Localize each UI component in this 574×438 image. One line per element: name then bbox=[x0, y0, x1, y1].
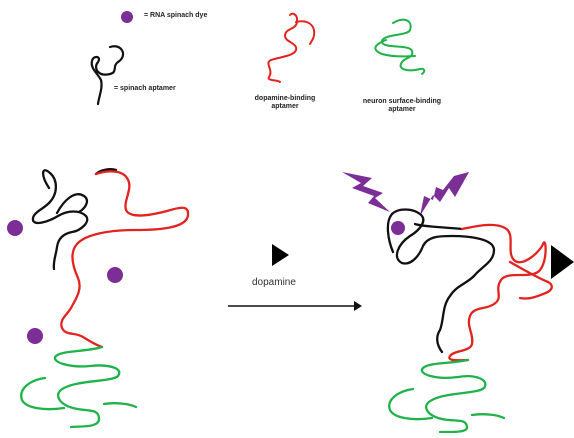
legend-dopamine-label-line2: aptamer bbox=[250, 103, 320, 111]
right-lightning-left bbox=[342, 172, 390, 212]
legend-dopamine-strand bbox=[268, 14, 314, 82]
legend-spinach-strand bbox=[92, 46, 123, 104]
left-dopamine-strand bbox=[61, 171, 188, 347]
legend-neuron-label-line1: neuron surface-binding bbox=[352, 98, 452, 106]
legend-neuron-strand bbox=[375, 20, 424, 74]
left-dye-dot-1 bbox=[7, 220, 23, 236]
right-dopamine-strand bbox=[449, 225, 551, 360]
right-lightning-right bbox=[420, 172, 469, 216]
reaction-arrow-head bbox=[354, 301, 362, 311]
reaction-arrow-label: dopamine bbox=[252, 277, 296, 288]
legend-dopamine-label-line1: dopamine-binding bbox=[250, 95, 320, 103]
left-neuron-strand bbox=[21, 347, 136, 427]
right-bound-dye-dot bbox=[391, 221, 405, 235]
right-neuron-strand bbox=[389, 360, 504, 432]
legend-dye-dot bbox=[121, 11, 133, 23]
legend-neuron-label-line2: aptamer bbox=[352, 106, 452, 114]
right-dopamine-marker-triangle bbox=[551, 245, 574, 279]
legend-dye-label: = RNA spinach dye bbox=[144, 12, 207, 20]
legend-dopamine-label: dopamine-binding aptamer bbox=[250, 95, 320, 111]
left-dye-dot-3 bbox=[27, 328, 43, 344]
left-dye-dot-2 bbox=[107, 267, 123, 283]
legend-spinach-label: = spinach aptamer bbox=[114, 85, 176, 93]
left-spinach-strand bbox=[33, 169, 116, 269]
legend-neuron-label: neuron surface-binding aptamer bbox=[352, 98, 452, 114]
dopamine-marker-triangle bbox=[272, 244, 289, 266]
